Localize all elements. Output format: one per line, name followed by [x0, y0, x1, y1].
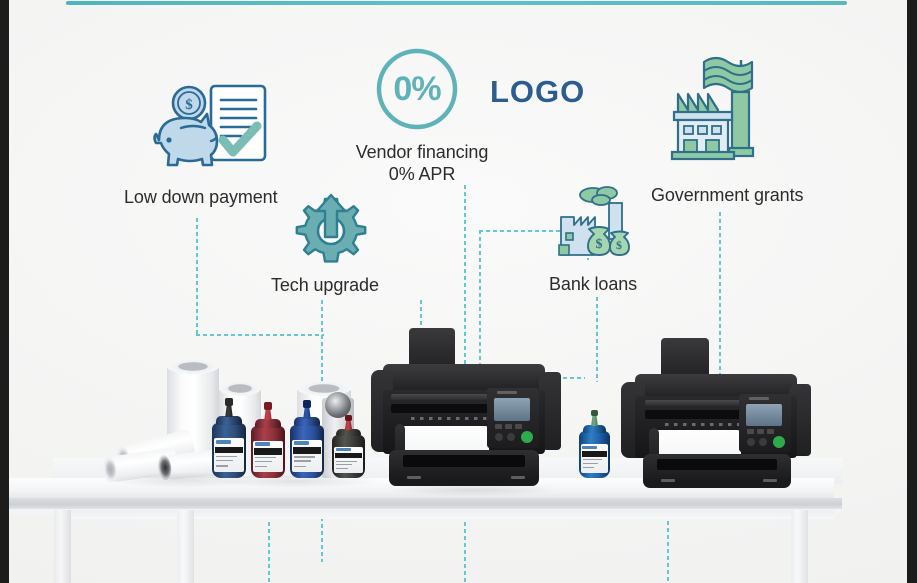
- ink-bottle-black: [332, 415, 365, 478]
- ink-bottle-blue-small: [579, 409, 610, 478]
- ink-bottle-cyan-dark: [212, 398, 246, 478]
- desk-reflection-left: [109, 472, 259, 488]
- printhead-detail: [325, 392, 351, 418]
- top-divider: [66, 1, 847, 5]
- label-low-down-payment: Low down payment: [124, 187, 278, 207]
- factory-flag-icon: [666, 52, 776, 162]
- label-bank-loans: Bank loans: [549, 274, 638, 294]
- desk-reflection-printer: [389, 484, 559, 496]
- roll-printer-right: [621, 338, 811, 490]
- svg-text:$: $: [185, 97, 193, 113]
- desk-surface: [9, 478, 834, 500]
- connector-government-grants-vertical: [719, 212, 721, 380]
- logo-text: LOGO: [490, 74, 586, 109]
- desk-apron: [64, 510, 834, 519]
- desk-leg-right: [177, 510, 194, 583]
- infographic-canvas: $ 0% LOGO: [9, 0, 907, 583]
- desk-edge: [9, 498, 842, 510]
- connector-low-down-payment-vertical: [196, 218, 198, 336]
- label-government-grants: Government grants: [651, 185, 804, 205]
- zero-percent-circle-icon: 0%: [374, 46, 460, 132]
- svg-text:$: $: [596, 237, 603, 252]
- connector-printer-left-tray-down: [464, 487, 466, 583]
- connector-bank-loans-horizontal: [479, 230, 589, 232]
- gear-up-arrow-icon: [293, 193, 369, 269]
- desk-leg-left: [54, 510, 71, 583]
- desk-reflection-bottles: [209, 474, 379, 488]
- factory-money-bags-icon: $ $: [557, 185, 639, 261]
- connector-bank-loans-vertical: [479, 230, 481, 378]
- connector-bank-loans-down: [596, 297, 598, 382]
- label-vendor-financing-line1: Vendor financing: [355, 142, 489, 162]
- label-tech-upgrade: Tech upgrade: [271, 275, 379, 295]
- desk-leg-far-right: [791, 510, 808, 583]
- roll-printer-left: [371, 328, 561, 492]
- connector-low-down-payment-horizontal: [196, 334, 324, 336]
- piggy-bank-document-check-icon: $: [149, 78, 274, 173]
- zero-percent-text: 0%: [393, 69, 441, 108]
- ink-bottle-magenta: [251, 402, 285, 478]
- svg-text:$: $: [616, 238, 622, 252]
- connector-vendor-financing-vertical: [464, 185, 466, 381]
- connector-left-rolls-down: [268, 487, 270, 583]
- connector-printer-right-base-down: [667, 479, 669, 583]
- label-vendor-financing-line2: 0% APR: [388, 164, 456, 184]
- ink-bottle-blue: [290, 400, 324, 478]
